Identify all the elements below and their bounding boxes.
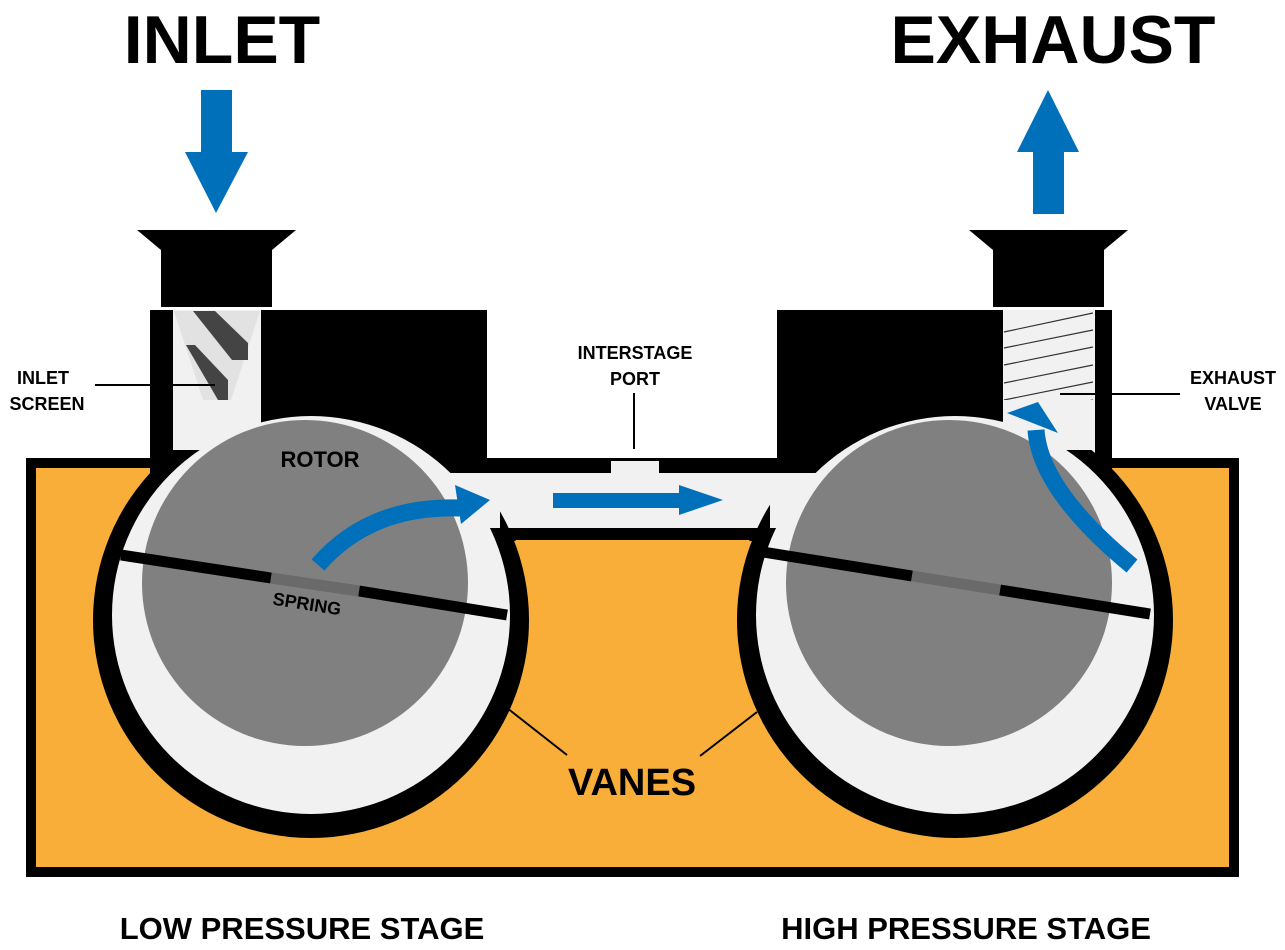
high-stage-vane: [762, 546, 1151, 620]
interstage-port: [611, 461, 659, 475]
interstage-port-label-line1: INTERSTAGE: [578, 343, 693, 363]
high-pressure-stage-label: HIGH PRESSURE STAGE: [781, 911, 1151, 946]
interstage-flow-arrow-icon: [553, 485, 723, 515]
interstage-port-label-line2: PORT: [610, 369, 660, 389]
low-stage-spring: [270, 572, 360, 597]
inlet-arrow-icon: [185, 90, 248, 213]
interstage-channel: [470, 468, 790, 554]
high-stage-spring: [911, 570, 1001, 596]
exhaust-valve-label-line2: VALVE: [1204, 394, 1261, 414]
inlet-screen-label-line1: INLET: [17, 368, 69, 388]
inlet-screen-label-line2: SCREEN: [9, 394, 84, 414]
inlet-title: INLET: [124, 2, 320, 78]
low-stage-vane: [120, 549, 508, 621]
inlet-screen: [174, 311, 260, 443]
vanes-label: VANES: [568, 762, 696, 804]
exhaust-title: EXHAUST: [891, 2, 1216, 78]
exhaust-valve-label-line1: EXHAUST: [1190, 368, 1276, 388]
low-pressure-stage-label: LOW PRESSURE STAGE: [120, 911, 485, 946]
callout-leaders: [95, 384, 1180, 757]
inlet-fitting: [137, 230, 296, 307]
rotor-label: ROTOR: [280, 447, 359, 472]
exhaust-arrow-icon: [1017, 90, 1079, 214]
exhaust-fitting: [969, 230, 1128, 307]
low-stage-flow-arrow-icon: [311, 485, 490, 571]
high-stage-flow-arrow-icon: [1007, 402, 1138, 573]
